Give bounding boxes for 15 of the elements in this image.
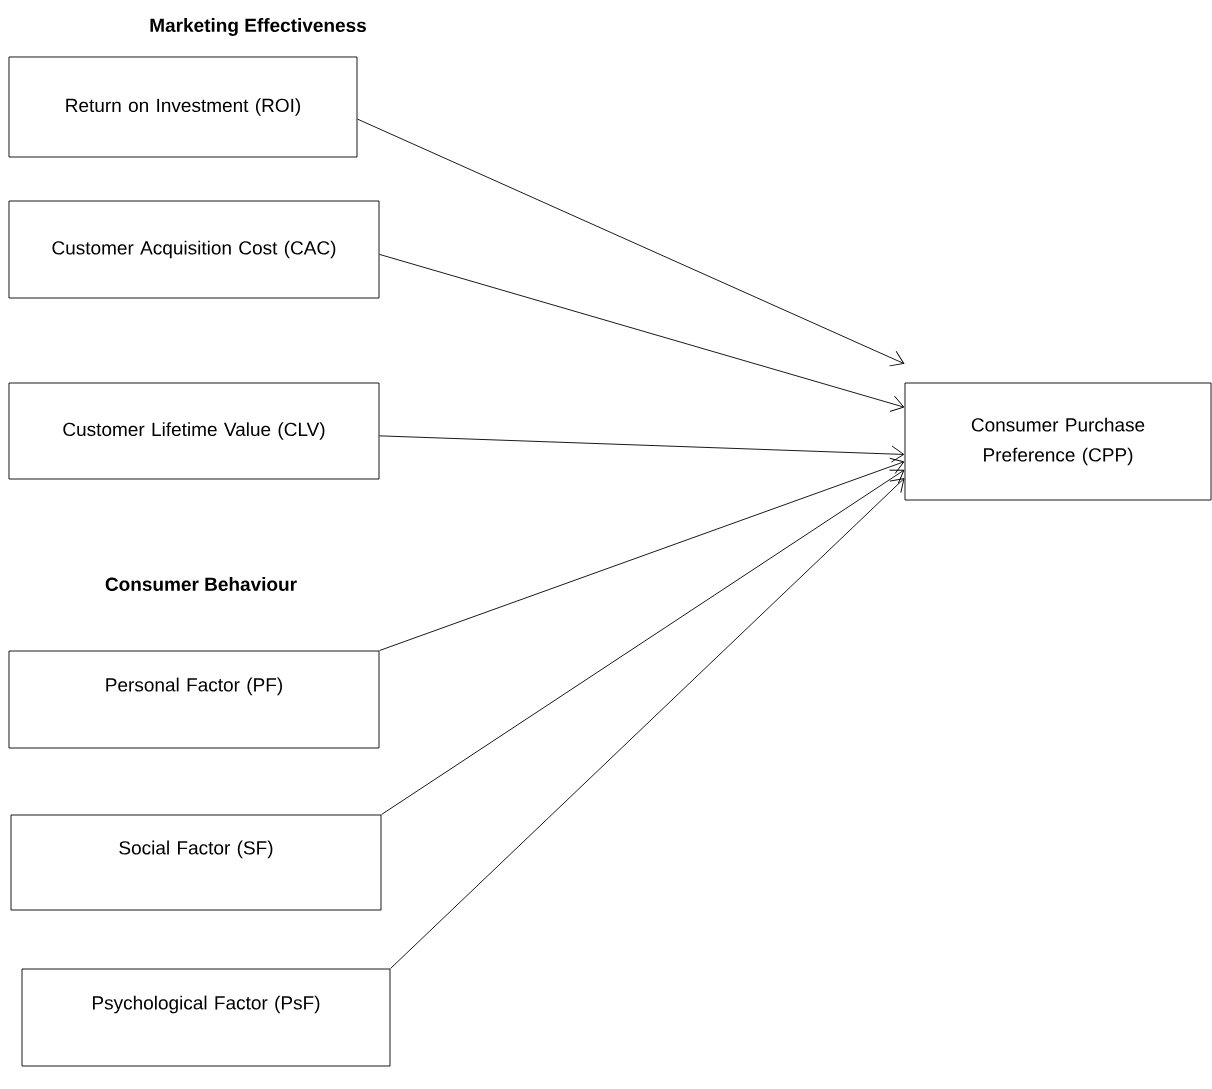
heading: Consumer Behaviour (105, 577, 297, 591)
arrow (357, 118, 905, 367)
text-box: Social Factor (SF) (10, 814, 382, 911)
arrow (379, 457, 905, 651)
text-box: Customer Acquisition Cost (CAC) (8, 200, 380, 299)
text-box: Customer Lifetime Value (CLV) (8, 382, 380, 480)
text-box: Personal Factor (PF) (8, 650, 380, 749)
heading: Marketing Effectiveness (150, 18, 366, 36)
arrow (379, 253, 905, 412)
text-box: Psychological Factor (PsF) (21, 968, 391, 1067)
text-box: Consumer Purchase Preference (CPP) (904, 382, 1212, 501)
arrow (381, 469, 905, 815)
arrow (379, 435, 905, 463)
arrow (390, 478, 905, 969)
text-box: Return on Investment (ROI) (8, 56, 358, 158)
